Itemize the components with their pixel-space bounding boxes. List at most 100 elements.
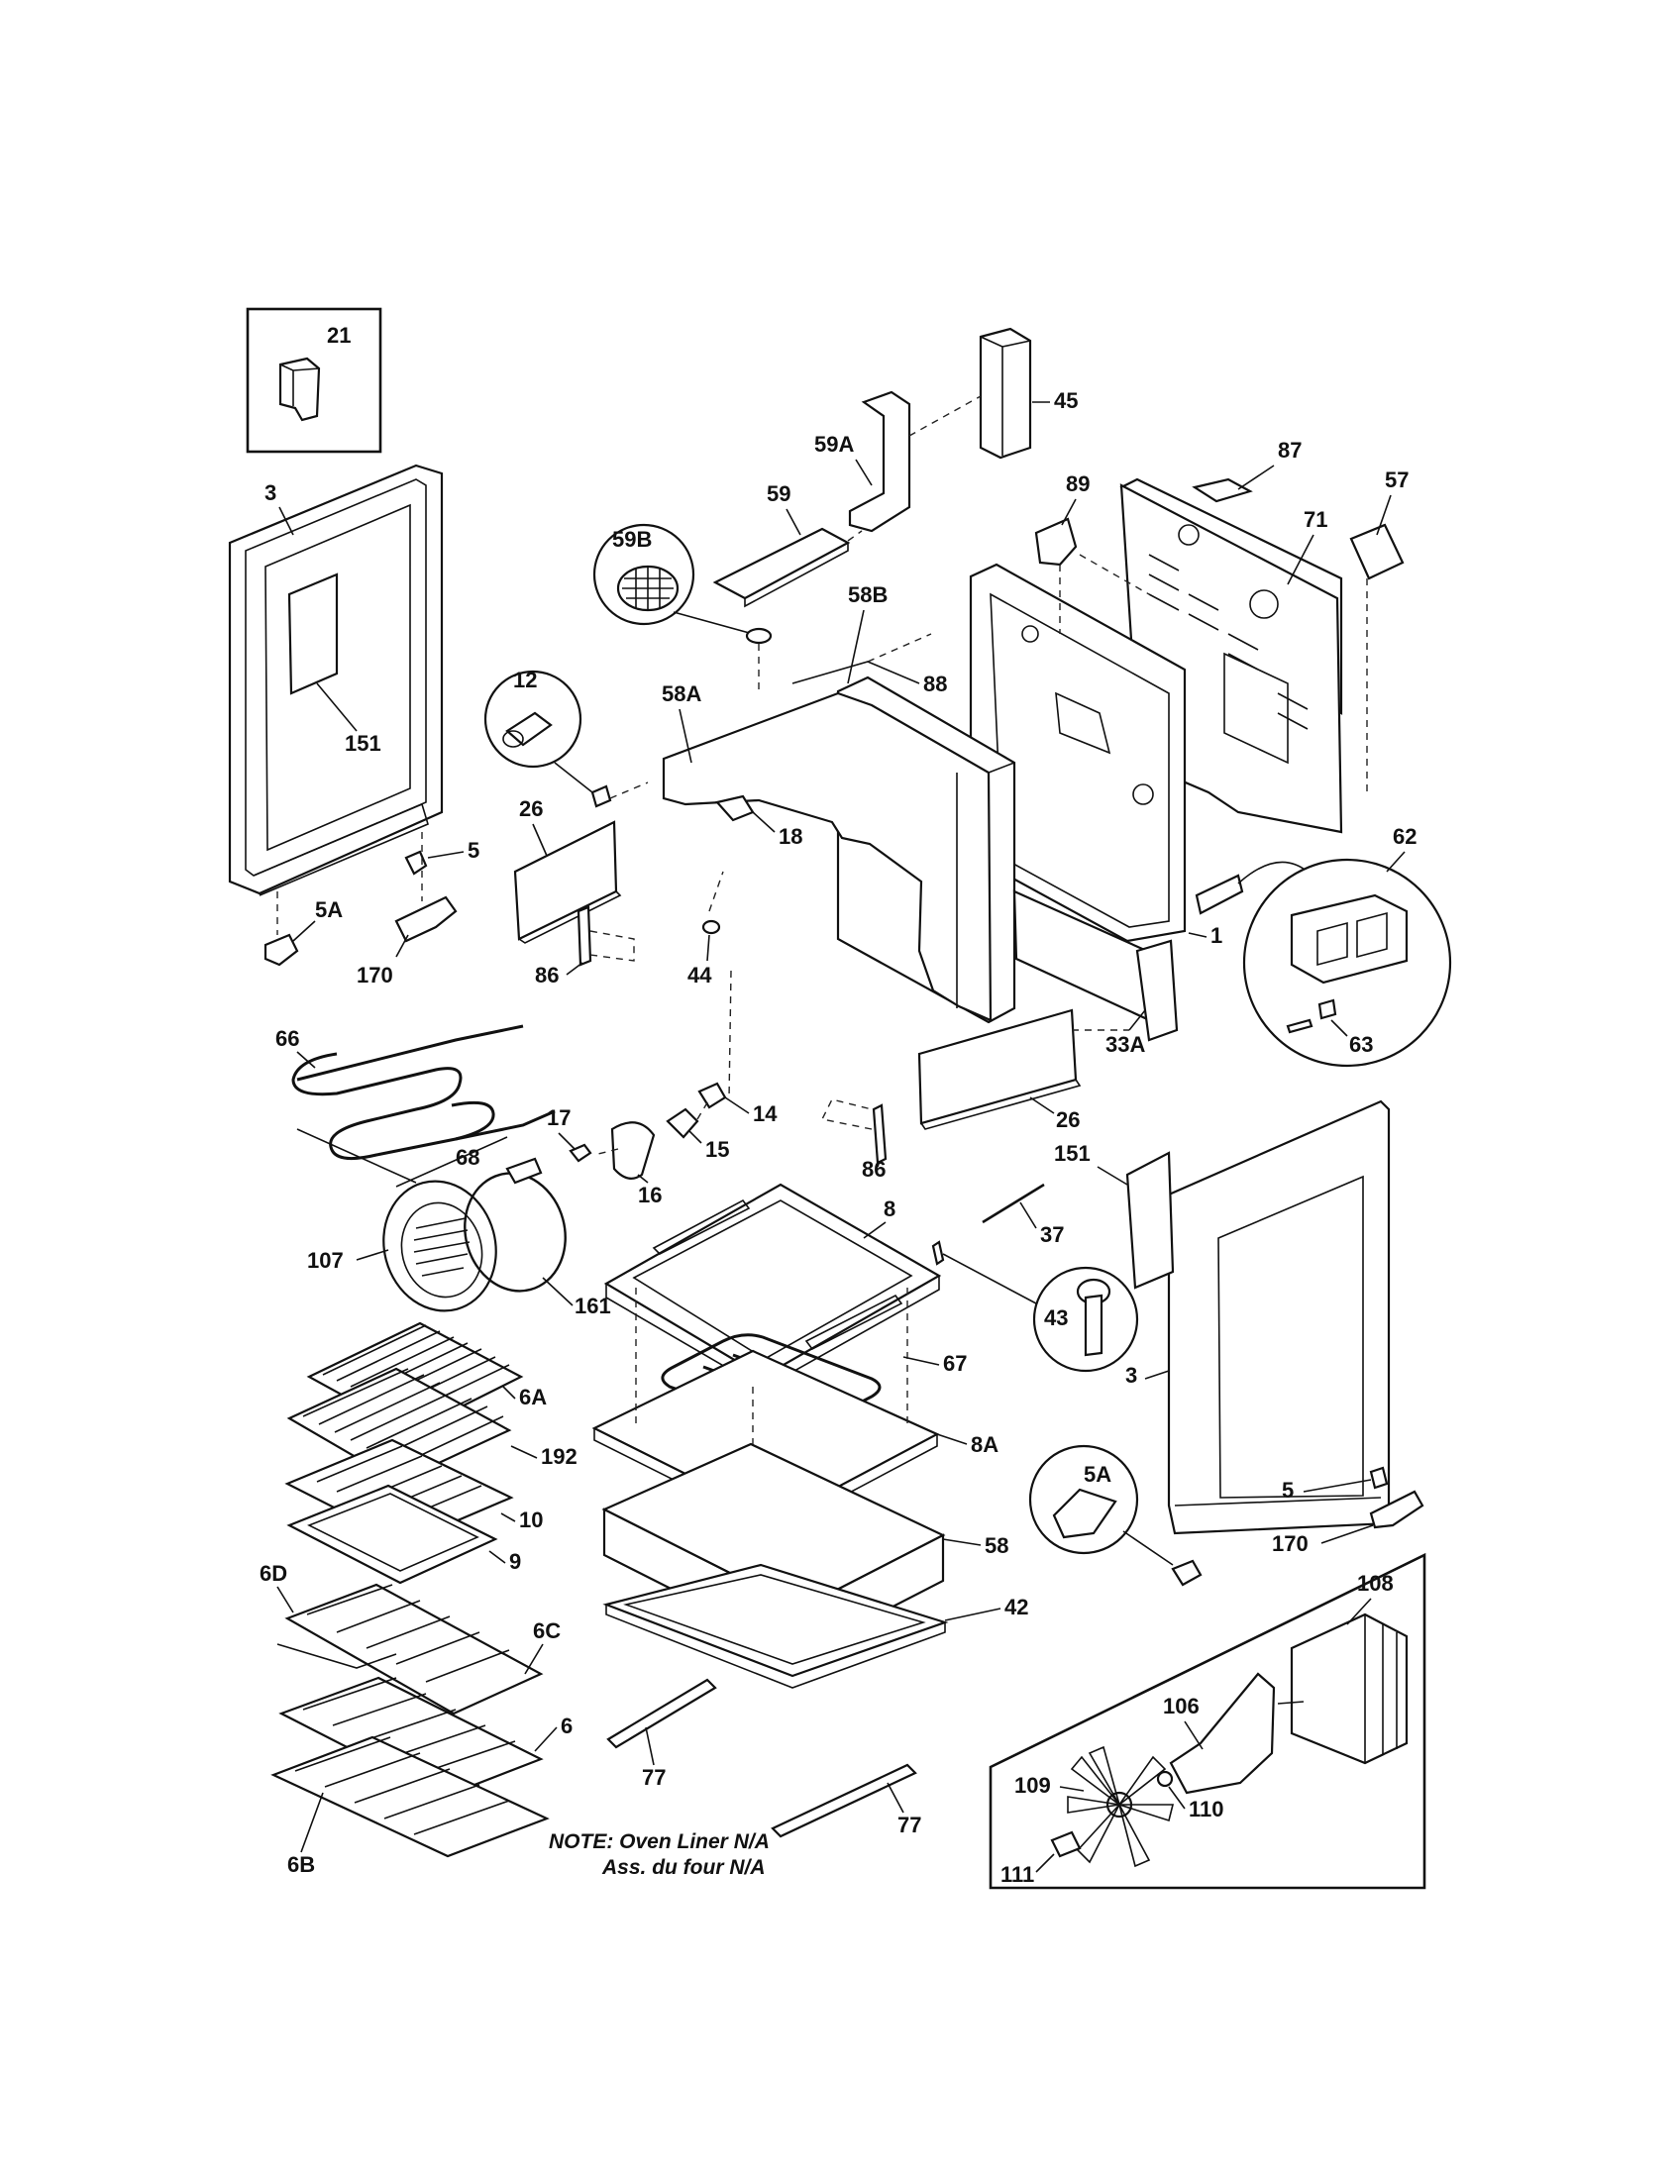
bolt-43-group: 43 (931, 1240, 1139, 1373)
back-panel-group: 71 87 57 1 89 (969, 438, 1409, 948)
part-59B-mesh (622, 567, 674, 610)
callout-66: 66 (275, 1026, 299, 1051)
callout-8: 8 (884, 1196, 895, 1221)
part-161-gasket (464, 1172, 567, 1293)
part-59B-small (745, 627, 773, 645)
fan-cover-group: 107 161 (307, 1157, 611, 1318)
callout-33A: 33A (1105, 1032, 1145, 1057)
leader-77-right (887, 1782, 904, 1814)
dash-59A-45 (908, 395, 982, 437)
part-63-clip (1317, 998, 1337, 1020)
part-108-fins (1364, 1614, 1398, 1763)
leader-59B (673, 611, 754, 635)
sensor-rail-group: 12 26 86 44 (483, 668, 732, 1100)
front-frame-group: 58B 58A 88 18 (662, 582, 1016, 1024)
part-110-washer (1156, 1770, 1174, 1788)
leader-151-right (1097, 1166, 1128, 1186)
leader-59 (786, 508, 801, 536)
part-43-small (931, 1240, 945, 1266)
callout-59B: 59B (612, 527, 652, 552)
callout-151-right: 151 (1054, 1141, 1091, 1166)
part-57 (1349, 523, 1405, 580)
callout-18: 18 (779, 824, 802, 849)
callout-57: 57 (1385, 468, 1409, 492)
part-111-nut (1050, 1830, 1082, 1858)
leader-37 (1019, 1201, 1037, 1229)
callout-45: 45 (1054, 388, 1078, 413)
part-87 (1192, 477, 1253, 503)
part-5A-bracket (1052, 1488, 1117, 1539)
part-71-hole-a (1249, 589, 1279, 619)
part-21-detail (279, 364, 320, 406)
part-37-rod (982, 1183, 1045, 1224)
callout-6B: 6B (287, 1852, 315, 1877)
leader-111 (1035, 1853, 1055, 1873)
leader-6C (524, 1643, 544, 1675)
part-71-hole-b (1178, 524, 1200, 546)
part-45-detail (980, 336, 1031, 456)
leader-15 (688, 1130, 702, 1144)
callout-192: 192 (541, 1444, 578, 1469)
leader-6 (534, 1726, 558, 1752)
leader-18 (752, 811, 776, 833)
dash-86-center (820, 1098, 873, 1130)
part-1-cutout (1055, 691, 1111, 755)
part-6D-wires (306, 1584, 510, 1683)
part-62-block (1290, 893, 1409, 985)
part-192-wires (302, 1368, 504, 1467)
part-8-vents (652, 1198, 903, 1351)
left-hardware: 5 5A 170 (263, 832, 479, 988)
part-21-inset: 21 (246, 307, 382, 454)
leader-107 (356, 1249, 389, 1261)
leader-1 (1188, 932, 1208, 938)
callout-161: 161 (575, 1294, 611, 1318)
oven-cavity-group: 8 67 8A 58 42 77 77 NOTE: Oven Liner N/A… (549, 1183, 1028, 1879)
callout-151-left: 151 (345, 731, 381, 756)
part-86-left (577, 905, 592, 967)
left-side-panel-bracket-151 (287, 572, 339, 695)
note-line-2: Ass. du four N/A (601, 1856, 766, 1879)
leader-5A-right (1122, 1530, 1174, 1566)
callout-3-left: 3 (264, 480, 276, 505)
callout-37: 37 (1040, 1222, 1064, 1247)
callout-16: 16 (638, 1183, 662, 1207)
part-107-grille (413, 1217, 471, 1277)
part-6-wires (302, 1677, 516, 1774)
right-side-panel-group: 3 151 37 5 170 (982, 1099, 1424, 1556)
upper-duct-group: 45 59A 59 59B (592, 327, 1078, 693)
callout-89: 89 (1066, 471, 1090, 496)
bracket-170-left (394, 895, 458, 943)
callout-5A-right: 5A (1084, 1462, 1111, 1487)
callout-77-left: 77 (642, 1765, 666, 1790)
callout-5A-left: 5A (315, 897, 343, 922)
part-21-frame (246, 307, 382, 454)
callout-86-center: 86 (862, 1157, 886, 1182)
light-assembly-group: 17 16 15 14 (547, 1082, 778, 1207)
left-side-panel-outer (228, 464, 444, 895)
part-44 (701, 919, 721, 935)
dash-cavity (635, 1288, 908, 1476)
callout-5-left: 5 (468, 838, 479, 863)
part-6D-rack (284, 1583, 544, 1716)
callout-3-right: 3 (1125, 1363, 1137, 1388)
part-107-cover (382, 1180, 497, 1312)
rack-group-lower: 6D 6C 6 6B (260, 1561, 573, 1877)
callout-63: 63 (1349, 1032, 1373, 1057)
callout-5-right: 5 (1282, 1478, 1294, 1503)
part-12-small (590, 784, 612, 808)
callout-107: 107 (307, 1248, 344, 1273)
leader-58A (679, 708, 692, 764)
leader-86-center (877, 1160, 881, 1168)
left-side-panel-bottom-rail (253, 802, 429, 896)
note-line-1: NOTE: Oven Liner N/A (549, 1830, 770, 1853)
part-26-left-rail (513, 820, 618, 941)
leader-8 (863, 1221, 887, 1239)
callout-1: 1 (1210, 923, 1222, 948)
callout-44: 44 (687, 963, 712, 988)
leader-9 (488, 1550, 506, 1564)
callout-87: 87 (1278, 438, 1302, 463)
callout-110: 110 (1189, 1797, 1224, 1821)
rack-group-upper: 6A 192 10 9 (284, 1321, 578, 1585)
leader-33A (1128, 1009, 1146, 1031)
